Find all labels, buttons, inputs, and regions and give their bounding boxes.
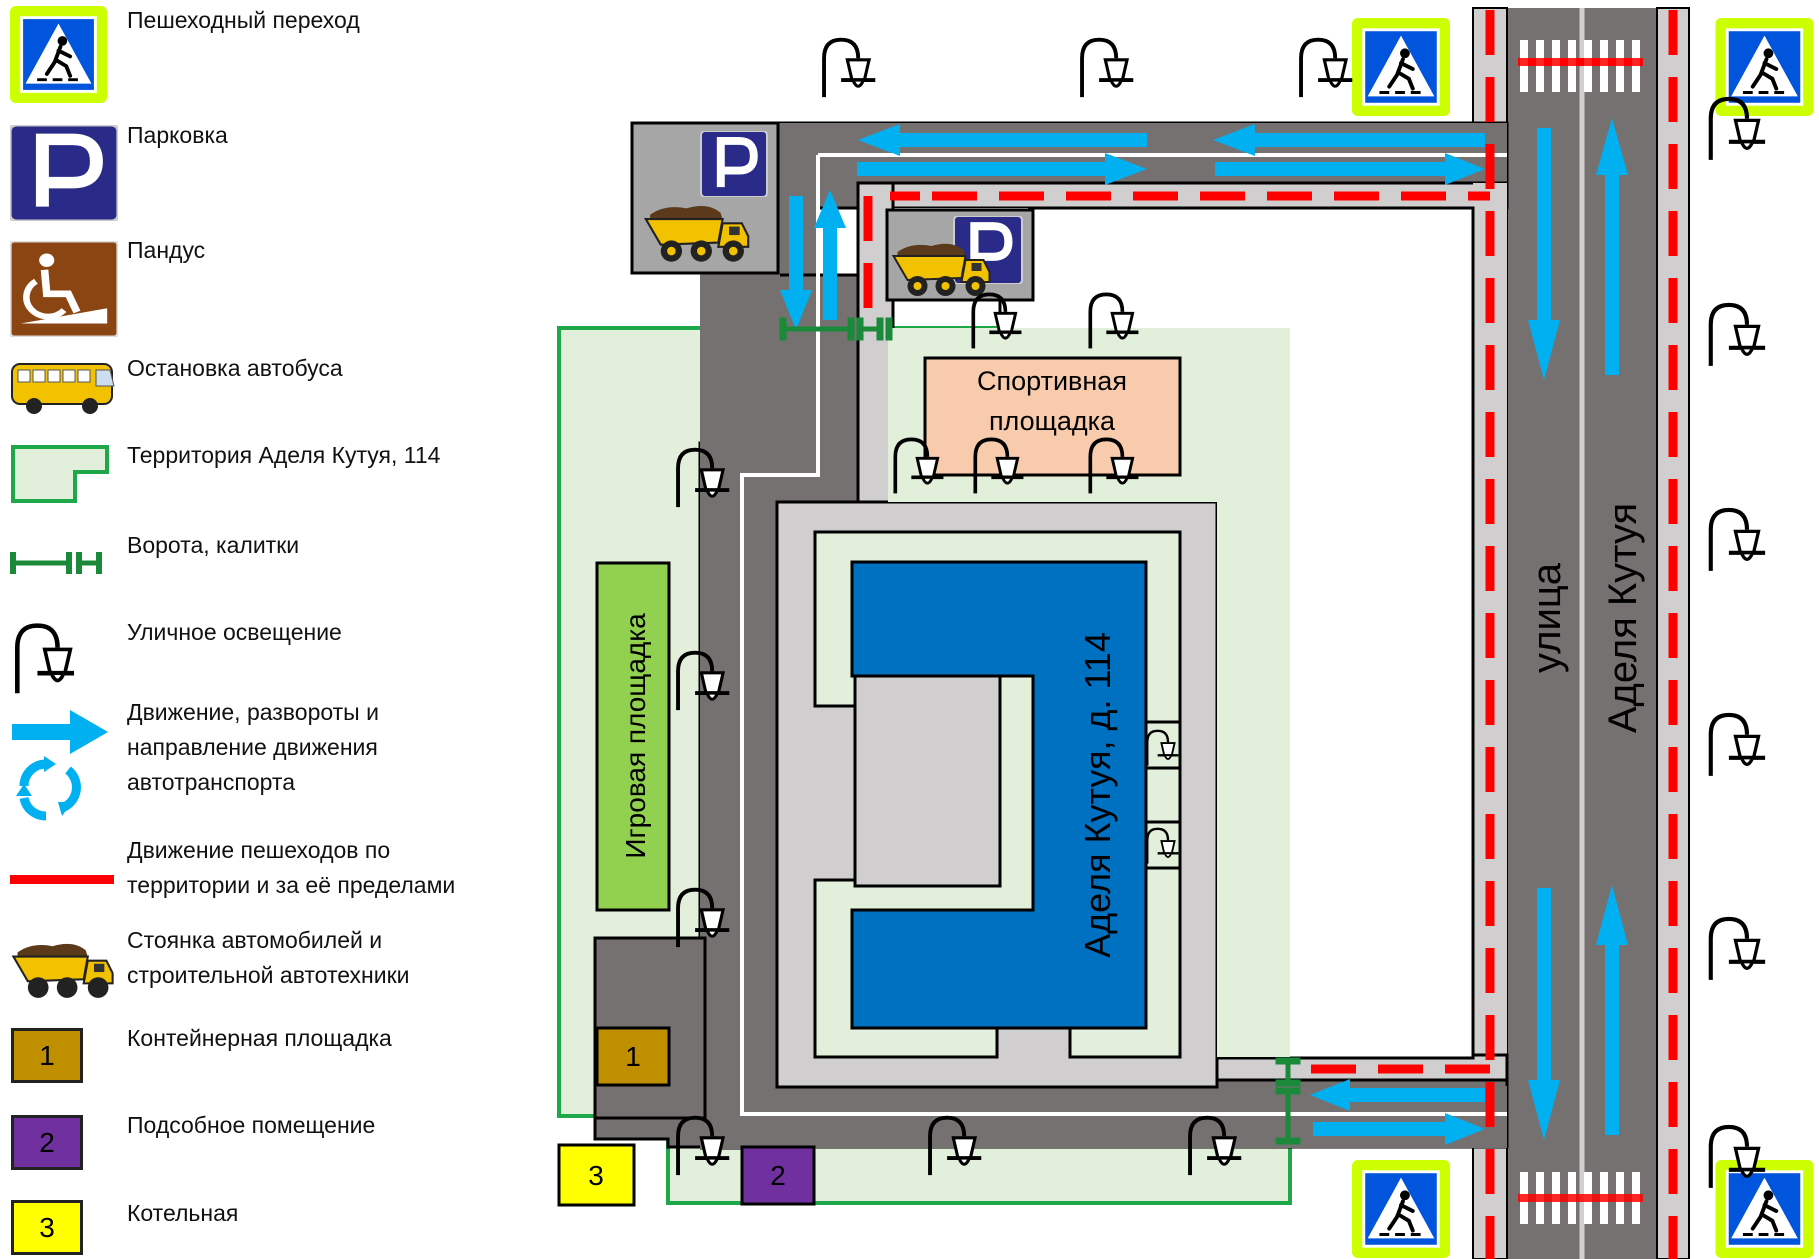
legend-label: Парковка — [127, 122, 228, 148]
pedestrian-routes — [863, 10, 1678, 1259]
pedestrian-crossing-sign-icon — [10, 6, 107, 108]
legend-label: Пандус — [127, 237, 206, 263]
utility-room — [740, 1145, 816, 1206]
street-lamp-icon — [1711, 510, 1765, 571]
street-lamp-icon — [10, 620, 78, 703]
traffic-arrows — [780, 118, 1628, 1145]
legend-label: Стоянка автомобилей и строительной автот… — [127, 927, 410, 988]
traffic-direction-icon — [10, 708, 110, 828]
street-lamp-icon — [1711, 919, 1765, 980]
street-label-word1: улица — [1525, 562, 1569, 673]
boiler-room — [557, 1143, 636, 1207]
gates — [779, 317, 1301, 1145]
legend-badge-2: 2 — [11, 1115, 83, 1170]
pedestrian-crossing-sign-icon-2 — [1716, 18, 1814, 116]
utility-room-label: 2 — [770, 1160, 786, 1191]
legend-label: Движение, развороты и направление движен… — [127, 699, 379, 795]
parking-sign-icon — [701, 131, 767, 197]
legend-label: Остановка автобуса — [127, 355, 343, 381]
sports-ground — [923, 356, 1182, 477]
gate-icon — [10, 550, 104, 581]
playground-label: Игровая площадка — [620, 613, 651, 859]
street-lamp-icon — [1711, 715, 1765, 776]
building-label: Аделя Кутуя, д. 114 — [1077, 632, 1118, 958]
legend-label: Подсобное помещение — [127, 1112, 376, 1138]
legend-label: Уличное освещение — [127, 619, 342, 645]
street-lamp-icon — [1711, 305, 1765, 366]
legend-badge-1: 1 — [11, 1028, 83, 1083]
street-label-word2: Аделя Кутуя — [1601, 503, 1645, 733]
zebra-crossing-top — [1518, 40, 1643, 92]
building — [850, 560, 1148, 1030]
street-lamp-icon — [824, 40, 875, 97]
street-lamp-icon — [1301, 40, 1352, 97]
legend-label: Территория Аделя Кутуя, 114 — [127, 442, 441, 468]
dump-truck-icon — [10, 940, 116, 1007]
bus-stop-icon — [10, 360, 118, 421]
container-site-label: 1 — [625, 1041, 641, 1072]
zebra-crossing-bottom — [1518, 1172, 1643, 1224]
boiler-room-label: 3 — [588, 1160, 604, 1191]
legend-label: Пешеходный переход — [127, 7, 360, 33]
legend-label: Ворота, калитки — [127, 532, 300, 558]
street-lamp-icon — [1082, 40, 1133, 97]
playground — [595, 561, 671, 912]
pedestrian-crossing-sign-icon-1 — [1352, 18, 1450, 116]
pedestrian-crossing-sign-icon-3 — [1352, 1160, 1450, 1258]
container-site — [595, 1026, 671, 1087]
legend-label: Движение пешеходов по территории и за её… — [127, 837, 456, 898]
legend-badge-3: 3 — [11, 1200, 83, 1255]
legend-label: Котельная — [127, 1200, 239, 1226]
legend-label: Контейнерная площадка — [127, 1025, 392, 1051]
ramp-sign-icon — [8, 239, 120, 342]
pedestrian-crossing-sign-icon-4 — [1716, 1160, 1814, 1258]
pedestrian-route-icon — [10, 872, 114, 891]
territory-outline-icon — [10, 444, 110, 509]
